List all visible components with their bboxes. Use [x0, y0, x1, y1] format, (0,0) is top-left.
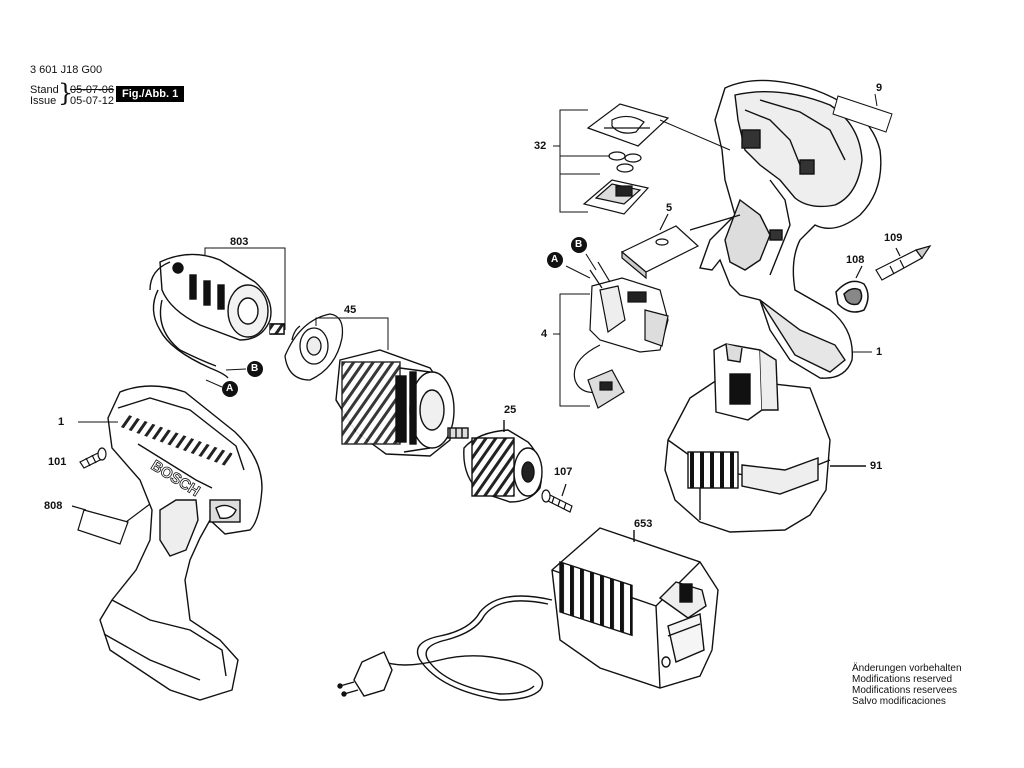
screw-107 [541, 483, 573, 513]
part-number-4: 4 [541, 328, 548, 340]
connector-a-icon [547, 252, 563, 268]
leader-45 [315, 317, 389, 350]
motor-wires [205, 368, 247, 388]
chuck-25 [463, 420, 543, 503]
part-number-1-right: 1 [876, 346, 883, 358]
part-number-5: 5 [666, 202, 673, 214]
connector-b-top [571, 237, 587, 253]
connector-b-icon [247, 361, 263, 377]
modifications-line-en: Modifications reserved [852, 674, 953, 685]
issue-date: 05-07-12 [70, 95, 115, 107]
connector-a-label-top: A [551, 254, 559, 265]
leader-32 [553, 109, 731, 213]
modifications-note: Änderungen vorbehalten Modifications res… [852, 663, 962, 707]
part-number-25: 25 [504, 404, 517, 416]
plug [337, 651, 393, 697]
connector-b-label-motor: B [251, 363, 259, 374]
connector-a-motor [222, 381, 238, 397]
part-number-91: 91 [870, 460, 883, 472]
leader-803 [204, 247, 286, 330]
issue-label: Issue [30, 95, 57, 107]
part-number-9: 9 [876, 82, 883, 94]
modifications-line-fr: Modifications reservees [852, 685, 958, 696]
switch-cover-32 [582, 179, 650, 215]
label-plate-32 [586, 103, 670, 147]
clips-32 [608, 151, 642, 173]
part-number-1-left: 1 [58, 416, 65, 428]
battery-pack-91 [664, 343, 866, 533]
slider-5 [620, 213, 741, 280]
ring-plate-45 [284, 313, 344, 381]
screw-101 [79, 447, 107, 469]
clip-108 [835, 280, 869, 313]
connector-b-label-top: B [575, 239, 583, 250]
part-number-101: 101 [48, 456, 67, 468]
gearbox-45 [335, 349, 469, 457]
leader-4 [553, 253, 597, 407]
part-number-803: 803 [230, 236, 249, 248]
figure-label: Fig./Abb. 1 [116, 86, 185, 102]
part-number-653: 653 [634, 518, 653, 530]
connector-b-motor [247, 361, 263, 377]
part-number-108: 108 [846, 254, 865, 266]
part-number-808: 808 [44, 500, 63, 512]
warning-label-808 [71, 503, 151, 545]
part-number-109: 109 [884, 232, 903, 244]
connector-a-top [547, 252, 563, 268]
brace-glyph: } [58, 79, 74, 107]
document-code: 3 601 J18 G00 [30, 64, 103, 76]
modifications-line-de: Änderungen vorbehalten [852, 663, 962, 674]
bit-109 [855, 244, 932, 281]
connector-b-icon [571, 237, 587, 253]
stand-date: 05-07-06 [70, 84, 115, 96]
housing-half-left [99, 385, 263, 701]
connector-a-label-motor: A [226, 383, 234, 394]
leader-9 [832, 93, 893, 133]
part-number-32: 32 [534, 140, 547, 152]
modifications-line-es: Salvo modificaciones [852, 696, 946, 707]
connector-a-icon [222, 381, 238, 397]
part-number-45: 45 [344, 304, 357, 316]
power-cord [367, 595, 553, 701]
switch-4 [573, 261, 669, 409]
housing-half-right [699, 79, 882, 379]
stand-label: Stand [30, 84, 59, 96]
charger-653 [551, 527, 719, 689]
motor-803 [149, 253, 285, 379]
part-number-107: 107 [554, 466, 573, 478]
